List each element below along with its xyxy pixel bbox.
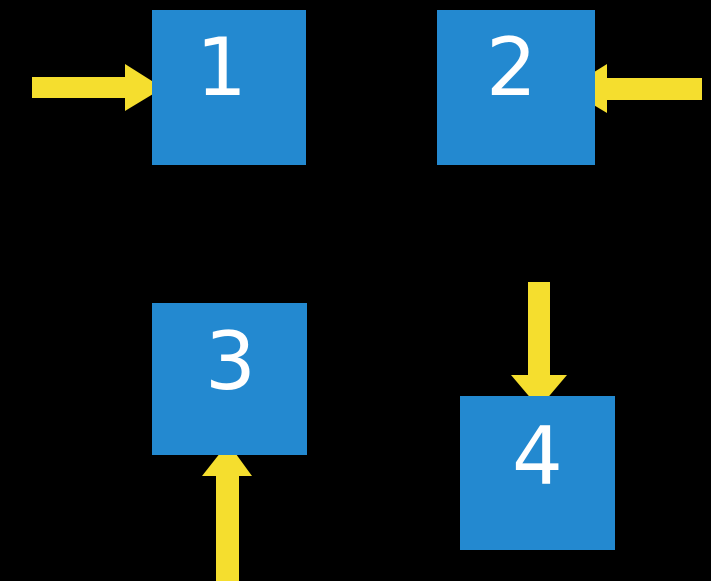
arrow-down-into-box-4-icon: [511, 282, 567, 408]
arrow-up-into-box-3-icon: [202, 443, 252, 581]
node-label-3: 3: [205, 315, 256, 408]
node-label-4: 4: [512, 410, 563, 503]
node-box-1[interactable]: [152, 10, 306, 165]
node-label-1: 1: [196, 21, 247, 114]
node-box-3[interactable]: [152, 303, 307, 455]
node-label-2: 2: [486, 21, 537, 114]
node-box-2[interactable]: [437, 10, 595, 165]
node-box-4[interactable]: [460, 396, 615, 550]
arrow-right-into-box-1-icon: [32, 64, 163, 111]
